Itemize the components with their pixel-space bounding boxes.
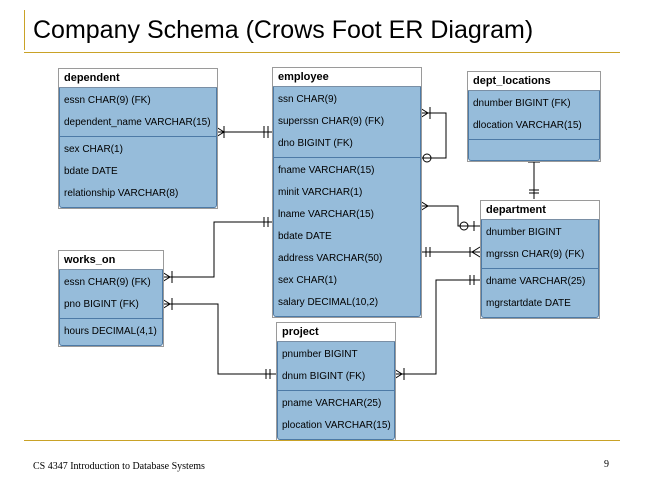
- entity-dept-locations: dept_locations dnumber BIGINT (FK) dloca…: [467, 71, 601, 162]
- department-project-one-end: [469, 275, 475, 285]
- slide-footer: CS 4347 Introduction to Database Systems: [33, 461, 205, 472]
- key-section: ssn CHAR(9) superssn CHAR(9) (FK) dno BI…: [274, 87, 420, 158]
- entity-dependent: dependent essn CHAR(9) (FK) dependent_na…: [58, 68, 218, 209]
- department-project-line: [394, 279, 480, 375]
- dependent-many-end: [215, 126, 225, 138]
- entity-project: project pnumber BIGINT dnum BIGINT (FK) …: [276, 322, 396, 441]
- attribute: sex CHAR(1): [64, 144, 123, 155]
- entity-name: department: [481, 201, 599, 220]
- attribute: superssn CHAR(9) (FK): [278, 116, 385, 127]
- department-dno-circle: [459, 221, 469, 231]
- attribute: ssn CHAR(9): [278, 94, 337, 105]
- attribute-section: dname VARCHAR(25) mgrstartdate DATE: [482, 269, 598, 317]
- attribute: pname VARCHAR(25): [282, 398, 382, 409]
- employee-dno-many-end: [419, 200, 429, 212]
- entity-name: employee: [273, 68, 421, 87]
- self-zero-circle: [422, 153, 432, 163]
- works-on-essn-many-end: [161, 271, 173, 283]
- entity-body: ssn CHAR(9) superssn CHAR(9) (FK) dno BI…: [273, 87, 421, 317]
- employee-department-dno-line: [420, 205, 480, 227]
- key-section: essn CHAR(9) (FK) dependent_name VARCHAR…: [60, 88, 216, 137]
- attribute: mgrssn CHAR(9) (FK): [486, 249, 585, 260]
- attribute: dnumber BIGINT: [486, 227, 562, 238]
- attribute: dno BIGINT (FK): [278, 138, 353, 149]
- slide-title: Company Schema (Crows Foot ER Diagram): [33, 16, 534, 44]
- attribute-section: pname VARCHAR(25) plocation VARCHAR(15): [278, 391, 394, 439]
- attribute: dependent_name VARCHAR(15): [64, 117, 211, 128]
- attribute: mgrstartdate DATE: [486, 298, 571, 309]
- accent-bottom-line: [24, 440, 620, 441]
- attribute: essn CHAR(9) (FK): [64, 277, 151, 288]
- entity-body: dnumber BIGINT (FK) dlocation VARCHAR(15…: [468, 91, 600, 161]
- entity-body: pnumber BIGINT dnum BIGINT (FK) pname VA…: [277, 342, 395, 440]
- entity-department: department dnumber BIGINT mgrssn CHAR(9)…: [480, 200, 600, 319]
- key-section: dnumber BIGINT (FK) dlocation VARCHAR(15…: [469, 91, 599, 140]
- attribute: minit VARCHAR(1): [278, 187, 363, 198]
- attribute: relationship VARCHAR(8): [64, 188, 179, 199]
- attribute-section: fname VARCHAR(15) minit VARCHAR(1) lname…: [274, 158, 420, 316]
- department-one-end: [529, 189, 539, 194]
- accent-vertical-line: [24, 10, 25, 50]
- employee-works-on-one-end: [263, 217, 269, 227]
- attribute: address VARCHAR(50): [278, 253, 383, 264]
- employee-works-on-line: [162, 221, 272, 278]
- attribute: lname VARCHAR(15): [278, 209, 374, 220]
- employee-mgr-one-end: [425, 247, 431, 257]
- key-section: essn CHAR(9) (FK) pno BIGINT (FK): [60, 270, 162, 319]
- page-number: 9: [604, 459, 609, 470]
- attribute: bdate DATE: [278, 231, 332, 242]
- entity-name: works_on: [59, 251, 163, 270]
- self-many-end: [419, 107, 431, 119]
- attribute: bdate DATE: [64, 166, 118, 177]
- attribute: dname VARCHAR(25): [486, 276, 586, 287]
- entity-body: essn CHAR(9) (FK) dependent_name VARCHAR…: [59, 88, 217, 208]
- attribute: fname VARCHAR(15): [278, 165, 375, 176]
- key-section: dnumber BIGINT mgrssn CHAR(9) (FK): [482, 220, 598, 269]
- attribute-section: sex CHAR(1) bdate DATE relationship VARC…: [60, 137, 216, 207]
- employee-self-line: [420, 112, 447, 159]
- entity-body: dnumber BIGINT mgrssn CHAR(9) (FK) dname…: [481, 220, 599, 318]
- accent-top-line: [24, 52, 620, 53]
- attribute: hours DECIMAL(4,1): [64, 326, 157, 337]
- attribute: plocation VARCHAR(15): [282, 420, 391, 431]
- entity-body: essn CHAR(9) (FK) pno BIGINT (FK) hours …: [59, 270, 163, 346]
- attribute: essn CHAR(9) (FK): [64, 95, 151, 106]
- attribute-section: [469, 140, 599, 160]
- works-on-project-line: [162, 303, 276, 375]
- employee-one-end: [263, 126, 269, 138]
- entity-name: project: [277, 323, 395, 342]
- works-on-pno-many-end: [161, 298, 173, 310]
- attribute: dnumber BIGINT (FK): [473, 98, 571, 109]
- entity-works-on: works_on essn CHAR(9) (FK) pno BIGINT (F…: [58, 250, 164, 347]
- attribute-section: hours DECIMAL(4,1): [60, 319, 162, 345]
- attribute: pno BIGINT (FK): [64, 299, 139, 310]
- entity-name: dependent: [59, 69, 217, 88]
- key-section: pnumber BIGINT dnum BIGINT (FK): [278, 342, 394, 391]
- project-one-end: [265, 369, 271, 379]
- entity-name: dept_locations: [468, 72, 600, 91]
- attribute: sex CHAR(1): [278, 275, 337, 286]
- department-mgr-many-end: [469, 246, 481, 258]
- project-dnum-many-end: [393, 368, 405, 380]
- attribute: pnumber BIGINT: [282, 349, 358, 360]
- attribute: salary DECIMAL(10,2): [278, 297, 379, 308]
- attribute: dlocation VARCHAR(15): [473, 120, 582, 131]
- entity-employee: employee ssn CHAR(9) superssn CHAR(9) (F…: [272, 67, 422, 318]
- attribute: dnum BIGINT (FK): [282, 371, 366, 382]
